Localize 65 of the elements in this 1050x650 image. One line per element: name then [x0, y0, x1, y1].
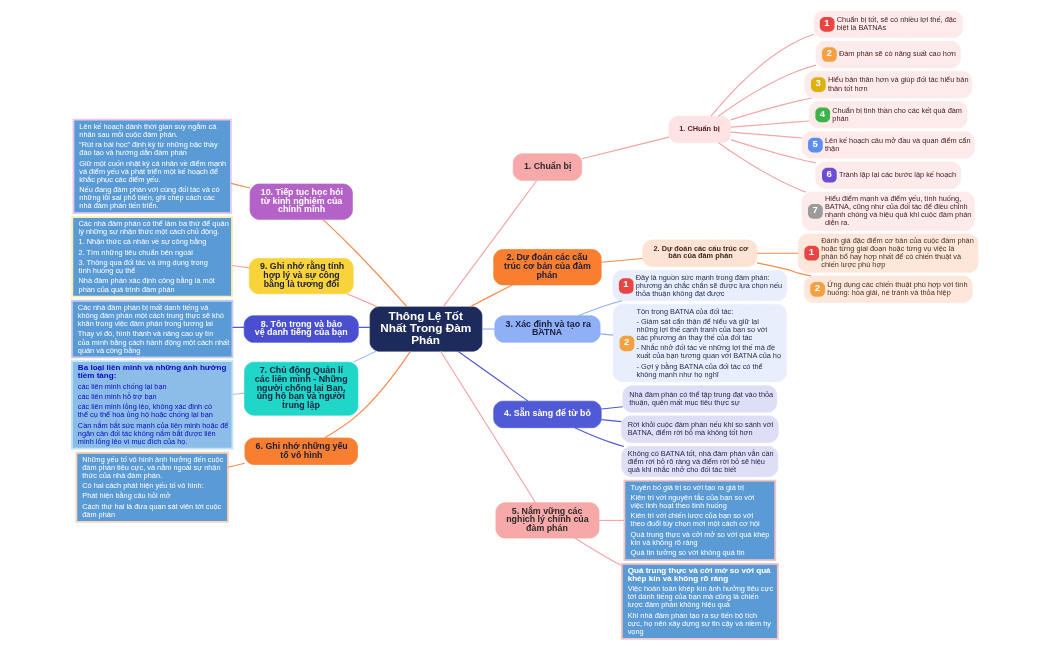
connector — [346, 293, 379, 308]
connector — [440, 350, 537, 504]
node-box: 2. Dự đoán các cấu trúc cơ bản của đàm phán — [493, 249, 602, 286]
connector — [600, 419, 622, 423]
node-box: 5. Nắm vững các nghịch lý chính của đàm phán — [495, 502, 600, 539]
connector — [231, 264, 250, 269]
node-box: Ba loại liên minh và những ảnh hưởng tiềm tàng: các liên minh chống lại bạn các liên minh hỗ trợ bạn các liên minh lỏng lẻo, không xác định có thể cụ thể hoá ủng hộ hoặc chống lại bạn Cần nắm bắt sức mạnh của liên minh hoặc để ngăn cản đối tác không nắm bắt được liên minh lỏng lẻo vì mục đích của họ. — [71, 360, 234, 450]
node-box: 5 Lên kế hoạch câu mở đầu và quan điểm cẩn thận — [801, 131, 975, 159]
connector — [730, 97, 812, 121]
node-box: 2. Dự đoán các cấu trúc cơ bản của đàm phán — [642, 239, 758, 267]
node-box: Không có BATNA tốt, nhà đàm phán vẫn cần điểm rời bỏ rõ ràng và điểm rời bỏ sẽ hiệu quả khi nhắc nhở cho đối tác biết — [621, 446, 779, 477]
connector — [598, 519, 625, 521]
node-box: 6. Ghi nhớ những yếu tố vô hình — [244, 437, 358, 465]
node-box: 1 Chuẩn bị tốt, sẽ có nhiều lợi thế, đặc biệt là BATNAs — [813, 10, 963, 38]
connector — [730, 139, 817, 164]
node-box: 3 Hiểu bản thân hơn và giúp đối tác hiểu bản thân tốt hơn — [804, 71, 973, 99]
connector — [574, 537, 623, 567]
connector — [600, 257, 644, 263]
connector — [574, 427, 625, 448]
connector — [710, 33, 815, 117]
connector — [577, 300, 623, 317]
connector — [756, 262, 812, 277]
node-box: 8. Tôn trọng và bảo vệ danh tiếng của bạn — [243, 315, 359, 343]
node-box: Quá trung thực và cởi mở so với quá khép kín và không rõ ràng Việc hoàn toàn khép kín ảnh hưởng tiêu cực tới danh tiếng của bạn mà cũng là chiến lược đàm phán không hiệu quả Khi nhà đàm phán tạo ra sự tiến bộ tích cực, họ nên xây dựng sự tin cậy và niềm hy vọng — [620, 562, 779, 640]
node-box: Các nhà đàm phán có thể làm ba thứ để quản lý những sự nhận thức một cách chủ động. 1. Nhận thức cá nhân về sự công bằng 2. Tìm những tiêu chuẩn bên ngoài 3. Thông qua đối tác và ứng dụng trong tình huống cụ thể Nhà đàm phán xác định công bằng là một phần của quá trình đàm phán — [71, 216, 233, 298]
node-box: 1. Chuẩn bị — [512, 153, 583, 181]
connector — [599, 333, 614, 336]
node-box: 3. Xác định và tạo ra BATNA — [494, 315, 601, 343]
connector — [457, 350, 529, 402]
connector — [324, 350, 411, 439]
connector — [230, 182, 251, 189]
connector — [730, 131, 803, 139]
connector — [352, 350, 377, 363]
node-box: Rời khỏi cuộc đàm phán nếu khi so sánh với BATNA, điểm rời bỏ mà không tốt hơn — [621, 415, 779, 443]
node-box: 2 Tôn trọng BATNA của đối tác: - Giám sát cẩn thận để hiểu và giữ lại những lợi thế cạnh tranh của bạn so với các phương án thay thế của đối tác - Nhắc nhở đối tác về những lợi thế mà đề xuất của bạn tương quan với BATNA của họ - Gợi ý bằng BATNA của đối tác có thể không mạnh như họ nghĩ — [612, 304, 787, 383]
node-box: Nhà đàm phán có thể tập trung đạt vào thỏa thuận, quên mất mục tiêu thực sự — [622, 385, 778, 413]
node-box: 2 Ứng dụng các chiến thuật phù hợp với tình huống: hòa giải, né tránh và thỏa hiệp — [803, 275, 973, 303]
node-box: Những yếu tố vô hình ảnh hưởng đến cuộc đàm phán tiêu cực, và nằm ngoài sự nhận thức của nhà đàm phán. Có hai cách phát hiện yếu tố vô hình: Phát hiện bằng câu hỏi mở Cách thứ hai là đưa quan sát viên tới cuộc đàm phán — [75, 451, 229, 523]
connector — [442, 179, 538, 308]
node-box: Thông Lệ Tốt Nhất Trong Đàm Phán — [369, 306, 483, 352]
connector — [231, 392, 246, 396]
connector — [600, 406, 624, 410]
connector — [730, 120, 810, 128]
node-box: 1. CHuẩn bị — [668, 115, 732, 144]
node-box: 10. Tiếp tục học hỏi từ kinh nghiệm của chính mình — [249, 183, 353, 220]
node-box: 4 Chuẩn bị tinh thần cho các kết quả đàm phán — [809, 101, 968, 129]
connector — [717, 64, 817, 117]
node-box: 2 Đàm phán sẽ có năng suất cao hơn — [815, 40, 961, 69]
node-box: 1 Đây là nguồn sức mạnh trong đàm phán: phương án chắc chắn sẽ được lựa chọn nếu thỏa thuận không đạt được — [612, 270, 788, 302]
node-box: 9. Ghi nhớ rằng tính hợp lý và sự công bằng là tương đối — [248, 258, 354, 295]
connector — [756, 252, 800, 254]
connector — [469, 284, 513, 308]
node-box: Tuyên bố giá trị so với tạo ra giá trị Kiên trì với nguyên tắc của bạn so với việc linh hoạt theo tình huống Kiên trì với chiến lược của bạn so với theo đuổi tùy chọn mới một cách cơ hội Quá trung thực và cởi mở so với quá khép kín và không rõ ràng Quá tin tưởng so với không quá tin — [623, 479, 777, 562]
node-box: Các nhà đàm phán bị mất danh tiếng và không đàm phán một cách trung thực sẽ khó khăn trong việc đàm phán trong tương lai Thay vì đó, hình thành và nâng cao uy tín của mình bằng cách hành động một cách nhất quán và công bằng — [71, 299, 234, 359]
connector — [481, 328, 496, 330]
node-box: 7 Hiểu điểm mạnh và điểm yếu, tình huống, BATNA, cũng như của đối tác để điều chỉnh nhanh chóng và hiệu quả khi cuộc đàm phán diễn ra. — [801, 191, 975, 231]
connector — [227, 462, 246, 468]
connector — [581, 136, 670, 160]
node-box: Lên kế hoạch dành thời gian suy ngẫm cá nhân sau mỗi cuộc đàm phán. “Rút ra bài học” định kỳ từ những bậc thầy đào tạo và hướng dẫn đàm phán Giữ một cuốn nhật ký cá nhân về điểm mạnh và điểm yếu và phát triển một kế hoạch để khắc phục các điểm yếu. Nếu đang đàm phán với cùng đối tác và có những lỗi sai phổ biến, ghi chép cách các nhà đàm phán tiến triển. — [72, 118, 232, 215]
connector — [322, 219, 408, 308]
node-box: 7. Chủ động Quản lí các liên minh - Những người chống lại Bạn, ủng hộ bạn và người trung lập — [244, 361, 359, 416]
node-box: 4. Sẵn sàng để từ bỏ — [493, 400, 602, 429]
node-box: 6 Tránh lặp lại các bước lập kế hoạch — [815, 161, 962, 189]
node-box: 1 Đánh giá đặc điểm cơ bản của cuộc đàm phán hoặc từng giai đoạn hoặc từng vụ việc là phân bổ hay hợp nhất để có chiến thuật và chiến lược phù hợp — [798, 233, 979, 273]
connector — [718, 142, 807, 193]
